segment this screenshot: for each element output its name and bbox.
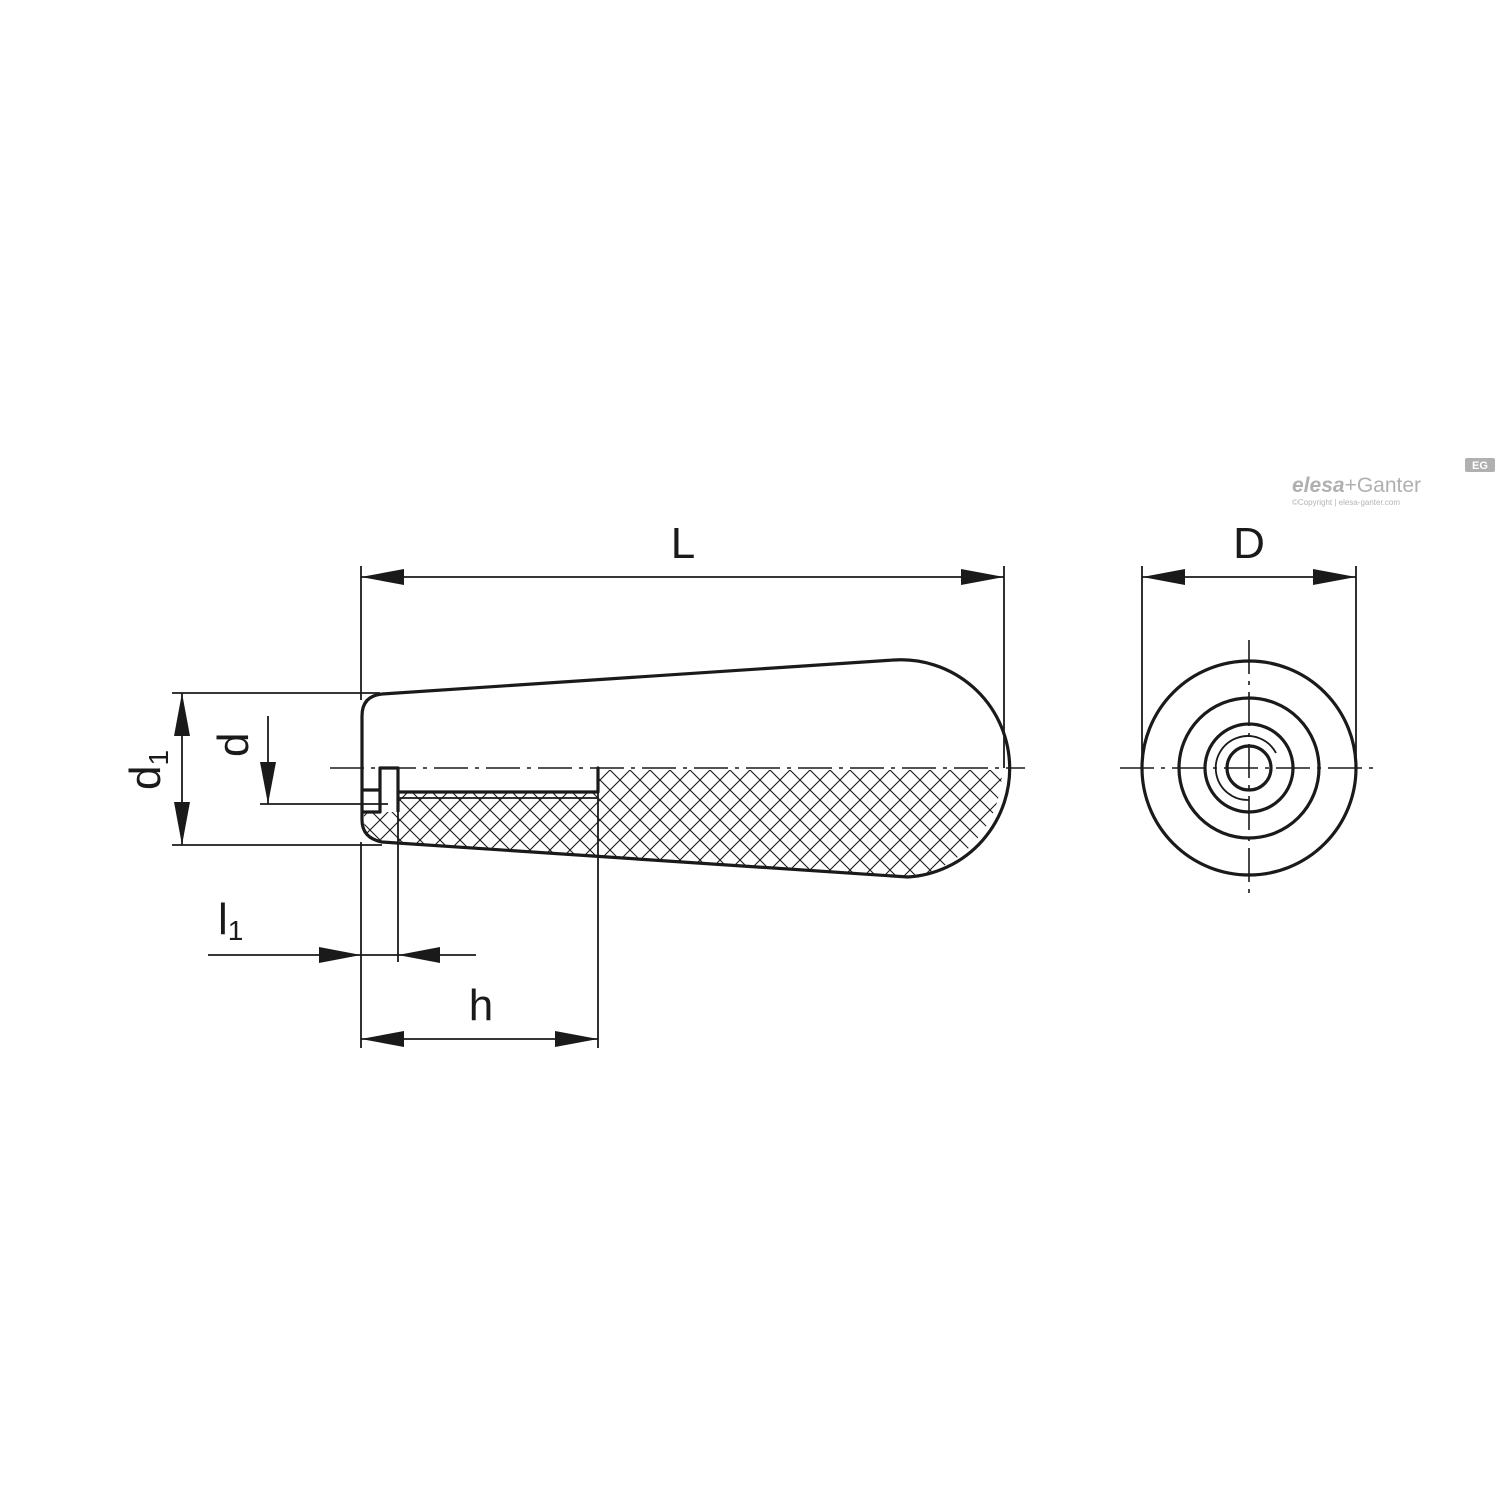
label-l1: l1: [218, 895, 243, 946]
dimension-l1: l1: [208, 812, 476, 1048]
elesa-ganter-logo: elesa+Ganter EG ©Copyright | elesa-gante…: [1292, 458, 1495, 507]
dimension-d1: d1: [121, 692, 382, 846]
label-d: d: [209, 733, 258, 757]
end-thread-arc: [1214, 735, 1277, 801]
logo-badge: [1465, 458, 1495, 472]
dimension-D: D: [1141, 519, 1357, 768]
svg-text:elesa+Ganter: elesa+Ganter: [1292, 474, 1421, 497]
label-D: D: [1233, 519, 1265, 568]
handle-end-view: [1120, 640, 1378, 895]
label-L: L: [671, 519, 695, 568]
dimension-h: h: [361, 792, 599, 1048]
logo-copyright: ©Copyright | elesa-ganter.com: [1292, 498, 1400, 507]
dimension-L: L: [360, 519, 1005, 768]
dimension-d: d: [209, 716, 388, 805]
label-d1: d1: [121, 750, 174, 790]
handle-outline: [360, 658, 1012, 879]
logo-badge-text: EG: [1472, 460, 1488, 472]
label-h: h: [469, 981, 493, 1030]
handle-side-view: [330, 658, 1025, 879]
